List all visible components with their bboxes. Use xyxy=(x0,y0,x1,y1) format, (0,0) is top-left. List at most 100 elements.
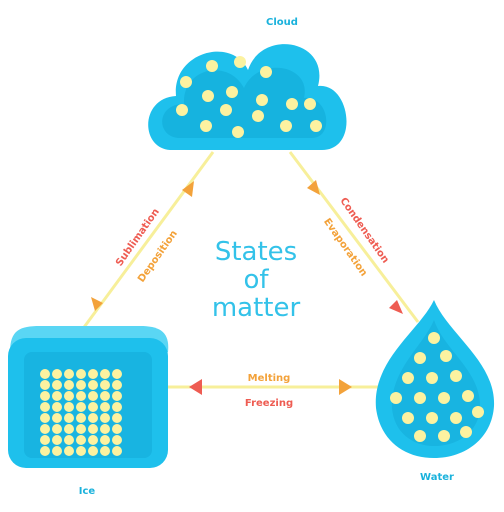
water-illustration xyxy=(375,300,495,458)
ice-particle xyxy=(52,369,62,379)
ice-particle xyxy=(40,380,50,390)
ice-particle xyxy=(40,446,50,456)
title-line-1: States xyxy=(215,237,297,267)
water-particle xyxy=(414,392,426,404)
ice-particle xyxy=(40,369,50,379)
transition-arrows xyxy=(91,180,403,395)
arrow-freezing xyxy=(189,379,202,395)
water-particle xyxy=(402,412,414,424)
water-particle xyxy=(428,332,440,344)
cloud-illustration xyxy=(148,44,347,150)
ice-particle xyxy=(64,380,74,390)
arrow-condensation xyxy=(389,300,403,314)
water-particle xyxy=(460,426,472,438)
cloud-particle xyxy=(232,126,244,138)
ice-particle xyxy=(100,380,110,390)
ice-particle xyxy=(88,380,98,390)
ice-particle xyxy=(100,413,110,423)
water-particles xyxy=(390,332,484,442)
ice-particle xyxy=(40,424,50,434)
ice-particle xyxy=(112,391,122,401)
ice-particle xyxy=(52,413,62,423)
ice-illustration xyxy=(8,326,169,468)
ice-particle xyxy=(112,402,122,412)
cloud-particle xyxy=(202,90,214,102)
cloud-particle xyxy=(260,66,272,78)
arrow-evaporation xyxy=(307,180,320,195)
ice-particle xyxy=(76,424,86,434)
ice-particle xyxy=(76,380,86,390)
ice-particle xyxy=(64,446,74,456)
water-particle xyxy=(438,430,450,442)
water-particle xyxy=(450,412,462,424)
ice-particle xyxy=(52,402,62,412)
ice-particle xyxy=(88,446,98,456)
cloud-particle xyxy=(304,98,316,110)
water-particle xyxy=(440,350,452,362)
ice-particle xyxy=(64,402,74,412)
ice-particle xyxy=(64,424,74,434)
ice-particle xyxy=(112,435,122,445)
ice-particle xyxy=(100,424,110,434)
title-line-2: of xyxy=(243,265,269,295)
ice-particle xyxy=(52,391,62,401)
cloud-particle xyxy=(256,94,268,106)
ice-particle xyxy=(100,391,110,401)
ice-particle xyxy=(64,391,74,401)
water-particle xyxy=(426,372,438,384)
ice-label: Ice xyxy=(79,486,96,497)
ice-particle xyxy=(52,435,62,445)
ice-particle xyxy=(88,369,98,379)
water-particle xyxy=(472,406,484,418)
ice-particle xyxy=(52,424,62,434)
cloud-particle xyxy=(234,56,246,68)
ice-particle xyxy=(112,424,122,434)
cloud-particle xyxy=(280,120,292,132)
ice-particle xyxy=(88,391,98,401)
line-cloud-ice xyxy=(80,151,215,331)
ice-particle xyxy=(112,446,122,456)
ice-particle xyxy=(112,413,122,423)
water-particle xyxy=(390,392,402,404)
cloud-particle xyxy=(180,76,192,88)
line-cloud-water xyxy=(288,151,420,323)
freezing-label: Freezing xyxy=(245,398,293,409)
ice-particle xyxy=(52,380,62,390)
water-particle xyxy=(426,412,438,424)
water-particle xyxy=(450,370,462,382)
ice-particle xyxy=(64,369,74,379)
ice-particle xyxy=(112,369,122,379)
ice-particle xyxy=(100,369,110,379)
ice-particle xyxy=(40,391,50,401)
ice-particle xyxy=(76,369,86,379)
cloud-particle xyxy=(310,120,322,132)
arrow-sublimation xyxy=(182,181,194,197)
water-particle xyxy=(438,392,450,404)
ice-particle xyxy=(100,446,110,456)
ice-particle xyxy=(76,413,86,423)
ice-particle xyxy=(64,413,74,423)
cloud-particle xyxy=(252,110,264,122)
cloud-particle xyxy=(220,104,232,116)
ice-particle xyxy=(52,446,62,456)
ice-particle xyxy=(76,446,86,456)
ice-particle xyxy=(76,402,86,412)
ice-particle xyxy=(76,435,86,445)
cloud-label: Cloud xyxy=(266,17,298,28)
ice-particle xyxy=(100,402,110,412)
arrow-melting xyxy=(339,379,352,395)
ice-particle xyxy=(88,413,98,423)
water-particle xyxy=(402,372,414,384)
ice-particle xyxy=(100,435,110,445)
ice-particle xyxy=(88,424,98,434)
arrow-deposition xyxy=(91,297,103,311)
ice-particle xyxy=(40,402,50,412)
cloud-particle xyxy=(226,86,238,98)
cloud-particle xyxy=(176,104,188,116)
ice-particle xyxy=(88,435,98,445)
cloud-particle xyxy=(286,98,298,110)
water-label: Water xyxy=(420,472,454,483)
ice-particle xyxy=(112,380,122,390)
ice-particle xyxy=(40,435,50,445)
water-particle xyxy=(414,430,426,442)
